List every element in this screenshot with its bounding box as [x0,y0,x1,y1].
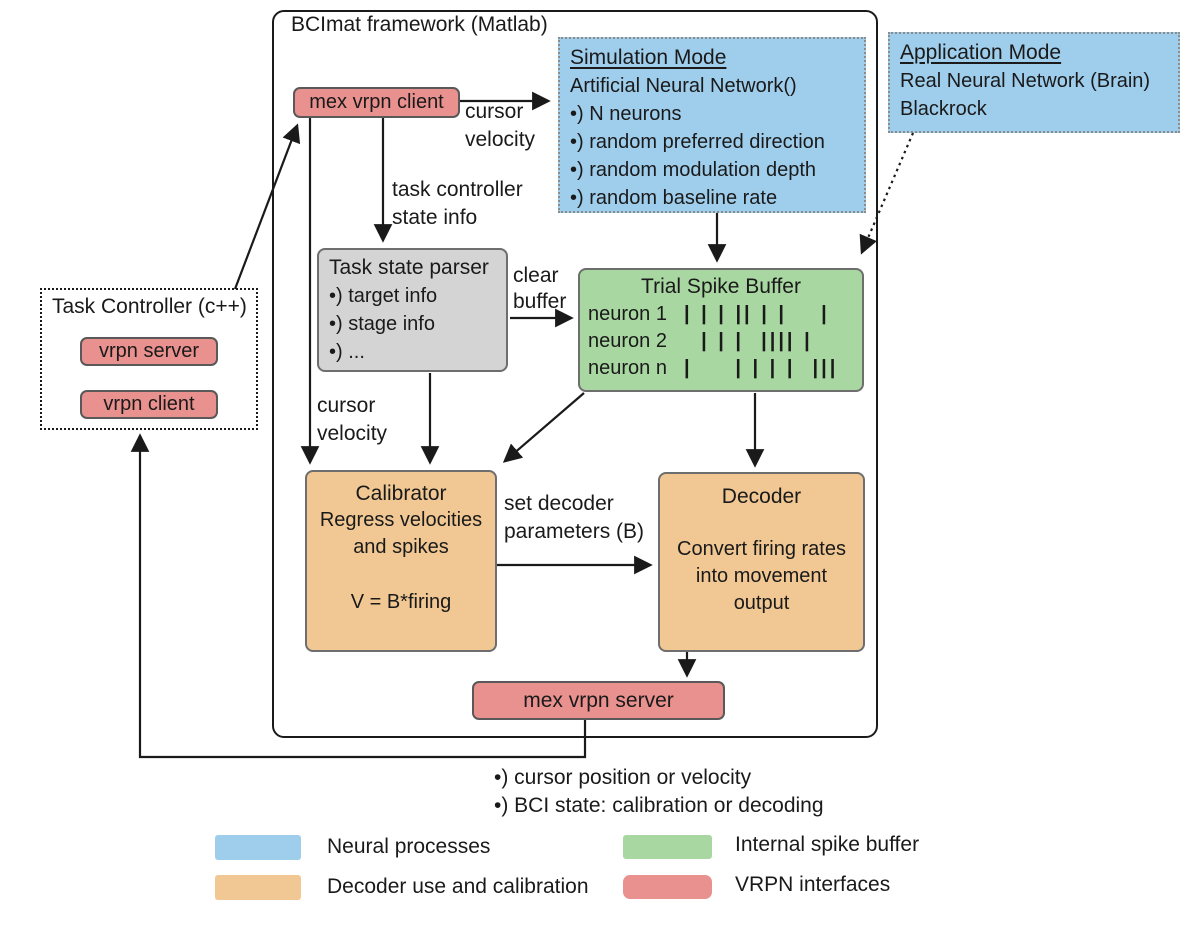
neuron-label: neuron 1 [588,303,667,325]
task-state-parser-line: •) stage info [329,313,435,335]
edge-label-task-controller-state-info: task controller state info [392,178,523,229]
simulation-mode-line: •) random modulation depth [570,159,817,181]
legend-swatch-vrpn-interfaces [623,875,712,899]
edge-label-cursor-velocity-left: cursor velocity [317,394,388,445]
calibrator-title: Calibrator [355,482,447,505]
simulation-mode-line: •) random preferred direction [570,131,825,153]
framework-title: BCImat framework (Matlab) [291,13,548,36]
node-decoder: Decoder Convert firing rates into moveme… [658,472,865,652]
node-vrpn-server: vrpn server [80,337,218,366]
simulation-mode-title: Simulation Mode [570,46,727,69]
spike-train-row: neuron 2 | | | |||| | [588,328,854,355]
application-mode-line: Real Neural Network (Brain) [900,70,1151,92]
spike-train: | | | | | ||| [684,357,839,379]
mex-vrpn-client-label: mex vrpn client [309,91,444,113]
application-mode-title: Application Mode [900,41,1062,64]
spike-train-row: neuron n | | | | | ||| [588,355,854,382]
node-simulation-mode: Simulation Mode Artificial Neural Networ… [558,37,866,213]
legend-swatch-neural-processes [215,835,301,860]
neuron-label: neuron n [588,357,667,379]
node-application-mode: Application Mode Real Neural Network (Br… [888,32,1180,133]
simulation-mode-line: •) N neurons [570,103,682,125]
spike-train: | | | |||| | [684,330,813,352]
node-mex-vrpn-client: mex vrpn client [293,87,460,118]
simulation-mode-line: •) random baseline rate [570,187,778,209]
node-mex-vrpn-server: mex vrpn server [472,681,725,720]
vrpn-client-label: vrpn client [103,393,195,415]
node-trial-spike-buffer: Trial Spike Buffer neuron 1 | | | || | |… [578,268,864,392]
task-controller-title: Task Controller (c++) [52,295,247,318]
legend-label-neural-processes: Neural processes [327,835,491,858]
node-task-state-parser: Task state parser •) target info •) stag… [317,248,508,372]
decoder-title: Decoder [721,485,802,508]
legend-swatch-decoder-use [215,875,301,900]
task-state-parser-line: •) target info [329,285,438,307]
vrpn-server-label: vrpn server [98,340,200,362]
trial-spike-buffer-title: Trial Spike Buffer [641,275,801,298]
neuron-label: neuron 2 [588,330,667,352]
legend-swatch-internal-spike-buffer [623,835,712,859]
node-task-controller: Task Controller (c++) vrpn server vrpn c… [40,288,258,430]
decoder-line: Convert firing rates into movement outpu… [677,538,846,614]
mex-vrpn-server-label: mex vrpn server [523,688,674,712]
calibrator-line: Regress velocities and spikes [319,509,483,558]
node-calibrator: Calibrator Regress velocities and spikes… [305,470,497,652]
edge-label-clear-buffer: clear buffer [513,264,567,313]
edge-label-set-decoder-parameters: set decoder parameters (B) [504,492,645,543]
spike-train: | | | || | | | [684,303,830,325]
node-vrpn-client: vrpn client [80,390,218,419]
output-note-line: •) BCI state: calibration or decoding [494,794,824,817]
spike-train-row: neuron 1 | | | || | | | [588,301,854,328]
output-notes: •) cursor position or velocity •) BCI st… [494,764,824,820]
application-mode-line: Blackrock [900,98,987,120]
edge-label-cursor-velocity-top: cursor velocity [465,100,536,151]
legend-label-vrpn-interfaces: VRPN interfaces [735,873,891,896]
legend-label-decoder-use: Decoder use and calibration [327,875,589,898]
legend-label-internal-spike-buffer: Internal spike buffer [735,833,920,856]
simulation-mode-line: Artificial Neural Network() [570,75,797,97]
task-state-parser-line: •) ... [329,341,365,363]
task-state-parser-title: Task state parser [329,256,489,279]
output-note-line: •) cursor position or velocity [494,766,752,789]
calibrator-line: V = B*firing [350,591,452,613]
